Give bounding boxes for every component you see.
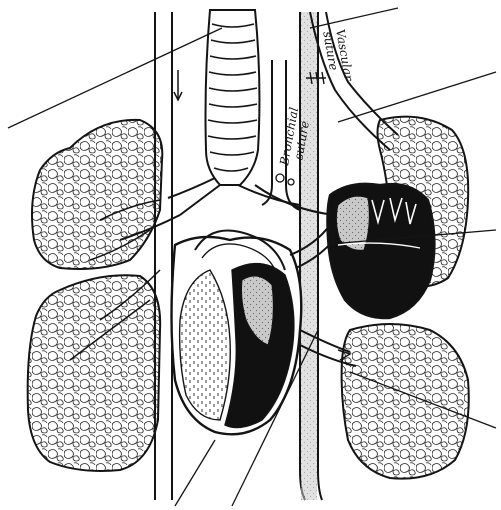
trachea: [206, 10, 260, 185]
trachea-tube: [206, 10, 260, 185]
left-lung-lower-lobe: [28, 275, 161, 471]
right-lung-lower-lobe: [342, 324, 469, 479]
leader-line-trachea: [8, 28, 222, 128]
arrow-down-icon: [174, 70, 182, 100]
leader-line-top-vessel: [310, 8, 398, 28]
recipient-heart: [327, 184, 434, 318]
leader-line-vascular-suture: [338, 72, 496, 122]
descending-aorta: [300, 12, 322, 500]
leader-line-left-ventricle: [175, 440, 215, 506]
left-lung: [28, 120, 163, 471]
left-lung-upper-lobe: [32, 120, 162, 269]
vascular-suture-label: Vascular suture: [320, 28, 356, 85]
